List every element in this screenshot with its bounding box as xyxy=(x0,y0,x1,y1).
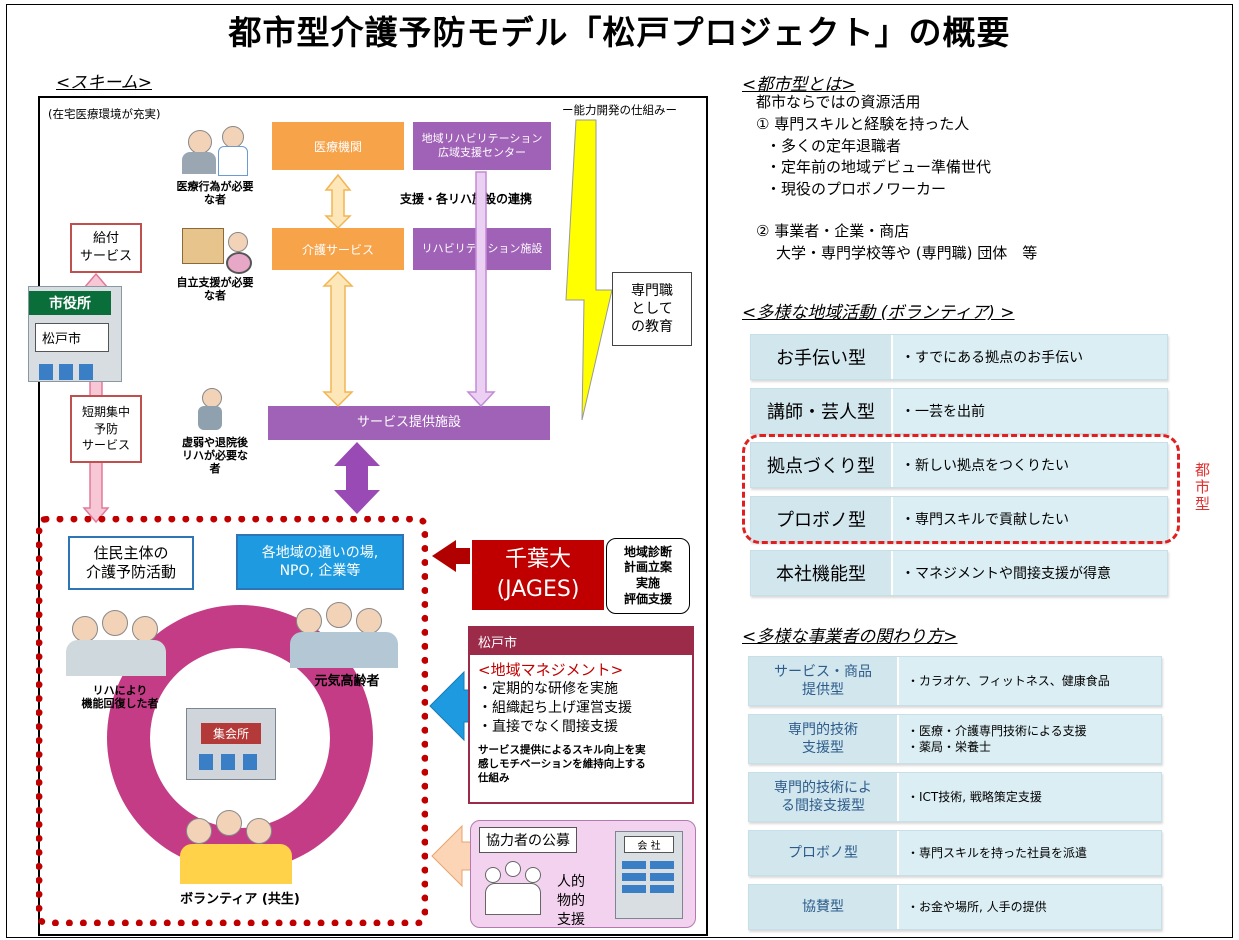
independence-caption: 自立支援が必要 な者 xyxy=(176,276,254,303)
meeting-hall-icon: 集会所 xyxy=(186,708,276,780)
frail-elderly-icon xyxy=(190,388,234,430)
urban-line: ・現役のプロボノワーカー xyxy=(766,180,947,198)
urban-line: ・多くの定年退職者 xyxy=(766,136,902,155)
matsudo-management-box: 松戸市 <地域マネジメント> ・定期的な研修を実施 ・組織起ち上げ運営支援 ・直… xyxy=(468,626,694,804)
urban-line: ・定年前の地域デビュー準備世代 xyxy=(766,158,992,177)
business-row: 専門的技術によ る間接支援型 ・ICT技術, 戦略策定支援 xyxy=(748,772,1162,822)
management-item: ・組織起ち上げ運営支援 xyxy=(478,699,632,716)
activity-desc: ・新しい拠点をつくりたい xyxy=(901,458,1069,474)
community-area-frame xyxy=(36,516,428,926)
medical-env-label: (在宅医療環境が充実) xyxy=(48,107,161,121)
independence-support-icon xyxy=(182,228,256,274)
medical-patient-icon xyxy=(180,124,250,176)
city-name-label: 松戸市 xyxy=(35,323,109,352)
rehab-group-icon xyxy=(66,608,170,678)
elderly-group-icon xyxy=(290,602,402,672)
business-desc: ・ICT技術, 戦略策定支援 xyxy=(907,789,1042,804)
community-places-box: 各地域の通いの場, NPO, 企業等 xyxy=(236,534,404,590)
business-row: プロボノ型 ・専門スキルを持った社員を派遣 xyxy=(748,830,1162,876)
company-sign: 会 社 xyxy=(624,836,674,853)
support-type-label: 人的 物的 支援 xyxy=(557,874,585,928)
recruitment-box: 協力者の公募 人的 物的 支援 会 社 xyxy=(470,820,696,928)
scheme-frame xyxy=(38,96,708,936)
benefit-service-box: 給付 サービス xyxy=(70,223,142,273)
urban-heading: <都市型とは> xyxy=(742,75,856,95)
business-row: 専門的技術 支援型 ・医療・介護専門技術による支援 ・薬局・栄養士 xyxy=(748,714,1162,764)
urban-line: ① 専門スキルと経験を持った人 xyxy=(756,114,970,133)
elderly-caption: 元気高齢者 xyxy=(314,674,380,689)
management-item: ・定期的な研修を実施 xyxy=(478,681,618,697)
rehab-center-box: 地域リハビリテーション 広域支援センター xyxy=(413,122,551,170)
urban-line: 都市ならではの資源活用 xyxy=(756,93,921,111)
rehab-recovered-caption: リハにより 機能回復した者 xyxy=(81,684,159,711)
resident-activity-box: 住民主体の 介護予防活動 xyxy=(68,536,194,590)
volunteer-group-icon xyxy=(176,808,296,888)
urban-highlight-frame xyxy=(742,434,1180,544)
activity-desc: ・マネジメントや間接支援が得意 xyxy=(901,566,1111,582)
business-label: サービス・商品 提供型 xyxy=(749,657,899,705)
chiba-roles-box: 地域診断 計画立案 実施 評価支援 xyxy=(606,538,690,614)
frail-caption: 虚弱や退院後 リハが必要な 者 xyxy=(182,436,248,476)
support-link-label: 支援・各リハ施設の連携 xyxy=(400,192,533,206)
business-label: 協賛型 xyxy=(749,885,899,929)
medical-institution-box: 医療機関 xyxy=(272,122,404,170)
business-desc: ・お金や場所, 人手の提供 xyxy=(907,899,1047,914)
business-desc: ・専門スキルを持った社員を派遣 xyxy=(907,845,1088,860)
business-heading: <多様な事業者の関わり方> xyxy=(742,627,958,647)
activity-label: 本社機能型 xyxy=(751,551,893,595)
activity-desc: ・専門スキルで貢献したい xyxy=(901,512,1069,528)
volunteer-caption: ボランティア (共生) xyxy=(180,892,300,907)
city-hall-icon: 市役所 松戸市 xyxy=(28,286,122,382)
city-hall-sign: 市役所 xyxy=(29,291,111,315)
urban-type-label: 都市型 xyxy=(1193,462,1211,513)
activity-label: お手伝い型 xyxy=(751,335,893,379)
medical-caption: 医療行為が必要 な者 xyxy=(176,180,254,207)
activity-row: 拠点づくり型 ・新しい拠点をつくりたい xyxy=(750,442,1168,488)
activity-desc: ・一芸を出前 xyxy=(901,404,985,420)
activities-heading: <多様な地域活動 (ボランティア) > xyxy=(742,303,1015,323)
education-box: 専門職 として の教育 xyxy=(612,272,692,346)
business-desc: ・医療・介護専門技術による支援 ・薬局・栄養士 xyxy=(907,723,1087,754)
management-title: <地域マネジメント> xyxy=(478,661,624,679)
activity-label: プロボノ型 xyxy=(751,497,893,541)
business-desc: ・カラオケ、フィットネス、健康食品 xyxy=(907,673,1110,688)
business-row: サービス・商品 提供型 ・カラオケ、フィットネス、健康食品 xyxy=(748,656,1162,706)
business-label: 専門的技術によ る間接支援型 xyxy=(749,773,899,821)
activity-row: 講師・芸人型 ・一芸を出前 xyxy=(750,388,1168,434)
short-term-service-box: 短期集中 予防 サービス xyxy=(70,395,142,463)
activity-label: 拠点づくり型 xyxy=(751,443,893,487)
chiba-univ-box: 千葉大 (JAGES) xyxy=(472,540,604,610)
urban-line: 大学・専門学校等や (専門職) 団体 等 xyxy=(776,243,1038,262)
urban-line xyxy=(756,201,1226,221)
page-title: 都市型介護予防モデル「松戸プロジェクト」の概要 xyxy=(228,13,1011,52)
activity-label: 講師・芸人型 xyxy=(751,389,893,433)
business-row: 協賛型 ・お金や場所, 人手の提供 xyxy=(748,884,1162,930)
business-label: プロボノ型 xyxy=(749,831,899,875)
recruitment-label: 協力者の公募 xyxy=(479,827,577,853)
people-outline-icon xyxy=(485,861,541,917)
company-building-icon: 会 社 xyxy=(615,831,683,919)
activity-desc: ・すでにある拠点のお手伝い xyxy=(901,350,1084,366)
activity-row: プロボノ型 ・専門スキルで貢献したい xyxy=(750,496,1168,542)
capacity-label: ー能力開発の仕組みー xyxy=(560,102,679,118)
urban-line: ② 事業者・企業・商店 xyxy=(756,221,910,240)
matsudo-header: 松戸市 xyxy=(470,628,692,655)
care-service-box: 介護サービス xyxy=(272,228,404,270)
management-item: ・直接でなく間接支援 xyxy=(478,718,618,735)
activity-row: お手伝い型 ・すでにある拠点のお手伝い xyxy=(750,334,1168,380)
urban-description: 都市ならではの資源活用 ① 専門スキルと経験を持った人 ・多くの定年退職者 ・定… xyxy=(756,92,1226,264)
meeting-hall-sign: 集会所 xyxy=(201,723,261,744)
activity-row: 本社機能型 ・マネジメントや間接支援が得意 xyxy=(750,550,1168,596)
service-facility-box: サービス提供施設 xyxy=(268,406,550,440)
scheme-heading: <スキーム> xyxy=(56,73,152,93)
page-frame xyxy=(6,4,1233,938)
business-label: 専門的技術 支援型 xyxy=(749,715,899,763)
management-note: サービス提供によるスキル向上を実 感しモチベーションを維持向上する 仕組み xyxy=(478,743,646,785)
